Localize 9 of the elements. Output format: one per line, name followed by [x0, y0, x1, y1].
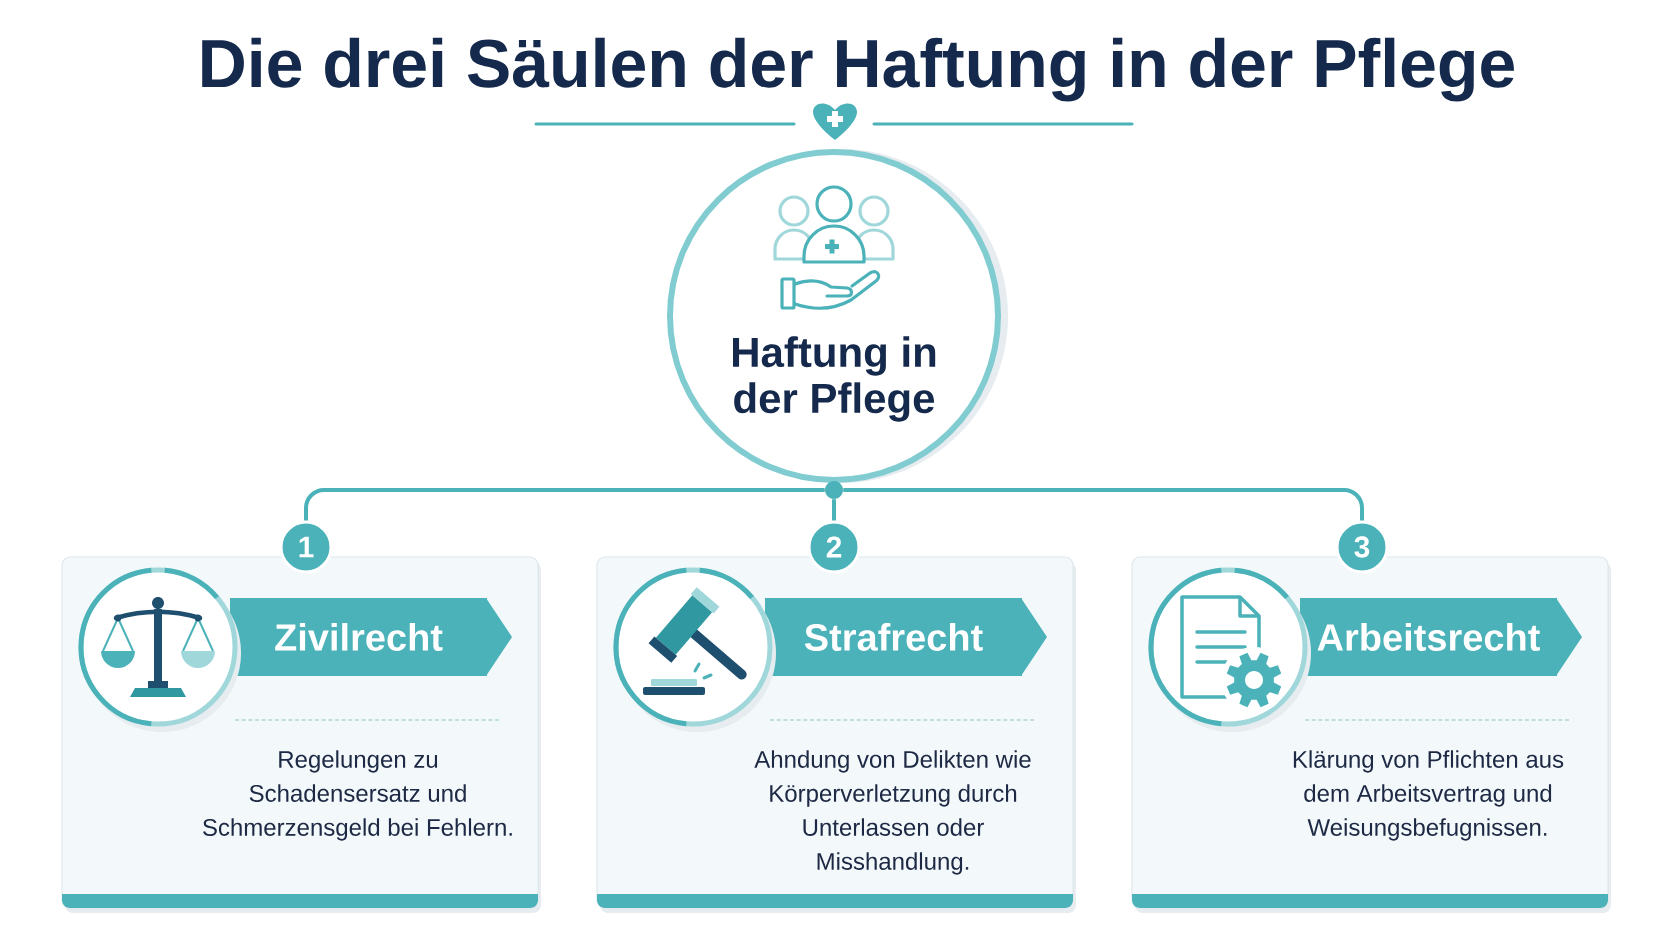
ribbon-banner: Arbeitsrecht [1300, 598, 1582, 676]
ribbon-banner: Zivilrecht [230, 598, 512, 676]
junction-dot [825, 481, 843, 499]
number-badge: 2 [807, 520, 861, 574]
number-badge: 1 [279, 520, 333, 574]
number-badge: 3 [1335, 520, 1389, 574]
title: Die drei Säulen der Haftung in der Pflege [202, 37, 1514, 102]
ribbon-banner: Strafrecht [765, 598, 1047, 676]
connector-line [832, 499, 836, 521]
